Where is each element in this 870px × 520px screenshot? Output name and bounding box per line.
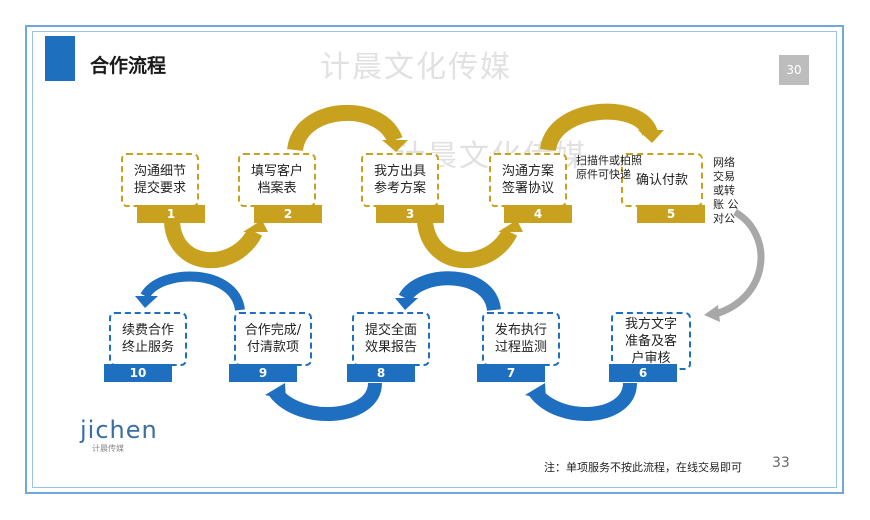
step-7-number: 7 (477, 364, 545, 382)
arrow-head-7-8 (395, 298, 418, 310)
arrow-3-4 (417, 220, 518, 269)
jichen-logo-subtitle: 计晨传媒 (92, 444, 124, 453)
footer-note: 注：单项服务不按此流程，在线交易即可 (544, 461, 742, 474)
step-10-number: 10 (104, 364, 172, 382)
step-1-number: 1 (137, 205, 205, 223)
step-3-box: 我方出具 参考方案 (361, 153, 439, 207)
arrow-4-5 (540, 103, 658, 152)
step-5-number: 5 (637, 205, 705, 223)
step-7-box: 发布执行 过程监测 (482, 312, 560, 366)
arrow-head-5-6 (704, 305, 720, 322)
slide-frame-outer (25, 25, 844, 494)
step-8-box: 提交全面 效果报告 (352, 312, 430, 366)
title-accent-bar (45, 36, 75, 81)
arrow-7-8 (398, 271, 501, 312)
scan-note: 扫描件或拍照 原件可快递 (576, 154, 642, 181)
jichen-logo: jichen (80, 416, 158, 444)
page-number: 33 (772, 455, 790, 471)
arrow-1-2 (164, 220, 263, 269)
arrow-2-3 (287, 104, 403, 152)
arrow-head-4-5 (638, 130, 664, 143)
step-2-box: 填写客户 档案表 (238, 153, 316, 207)
slide-frame-inner (32, 31, 837, 488)
arrow-5-6 (711, 208, 765, 319)
arrow-head-2-3 (382, 140, 408, 152)
arrow-head-8-9 (265, 383, 286, 400)
step-2-number: 2 (254, 205, 322, 223)
step-8-number: 8 (347, 364, 415, 382)
arrow-head-6-7 (525, 383, 546, 400)
step-3-number: 3 (376, 205, 444, 223)
arrow-9-10 (140, 271, 245, 312)
step-9-box: 合作完成/ 付清款项 (234, 312, 312, 366)
payment-note: 网络 交易 或转 账 公 对公 (713, 156, 739, 225)
step-9-number: 9 (229, 364, 297, 382)
arrow-head-1-2 (243, 220, 268, 232)
arrow-head-9-10 (135, 296, 158, 308)
step-10-box: 续费合作 终止服务 (109, 312, 187, 366)
slide-title: 合作流程 (90, 55, 167, 77)
watermark-top: 计晨文化传媒 (320, 50, 512, 85)
step-1-box: 沟通细节 提交要求 (121, 153, 199, 207)
page-box: 30 (779, 55, 809, 85)
step-4-number: 4 (504, 205, 572, 223)
step-4-box: 沟通方案 签署协议 (489, 153, 567, 207)
arrow-head-3-4 (498, 220, 523, 232)
arrow-8-9 (269, 381, 382, 421)
step-6-box: 我方文字 准备及客 户审核 (611, 312, 691, 370)
step-6-number: 6 (609, 364, 677, 382)
arrow-6-7 (529, 382, 637, 421)
